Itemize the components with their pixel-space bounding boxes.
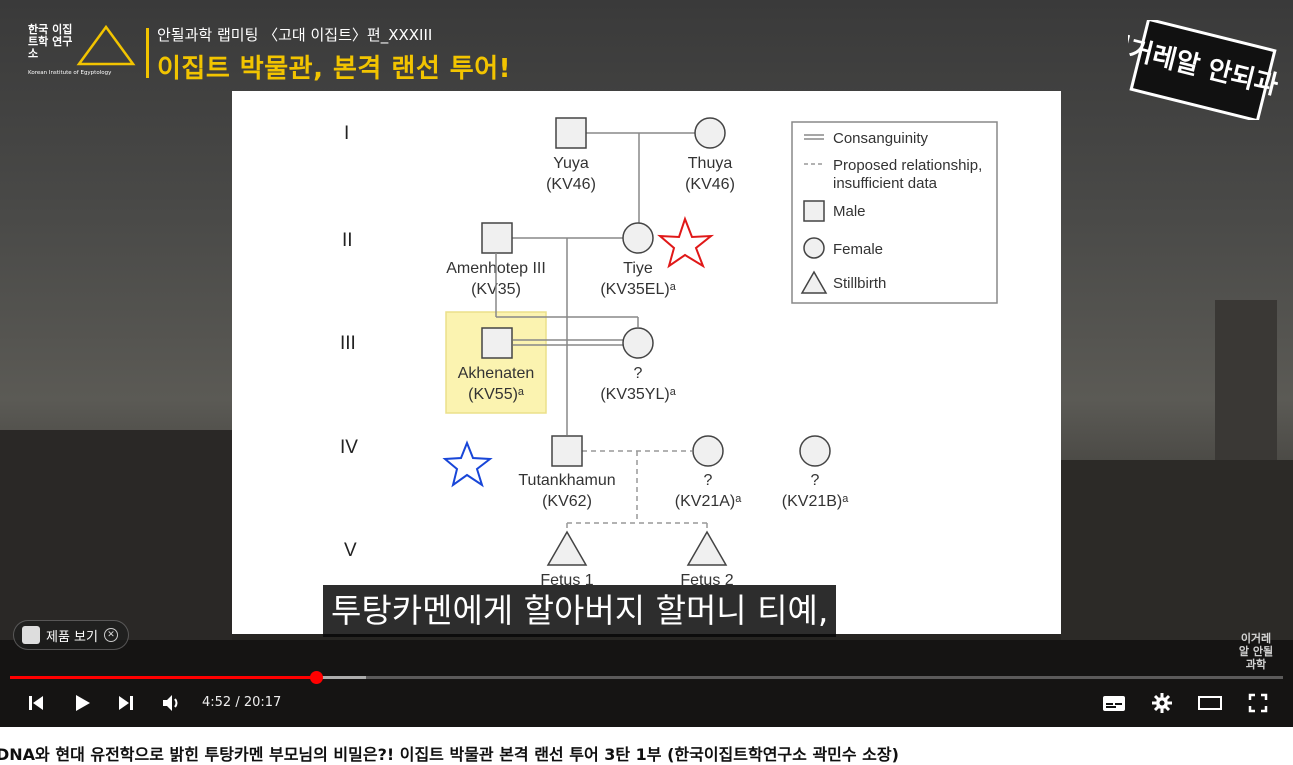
generation-label: III (340, 333, 356, 354)
male-symbol (481, 327, 513, 359)
fullscreen-icon (1248, 693, 1268, 713)
person-tomb: (KV62) (542, 493, 592, 510)
person-name: Tutankhamun (518, 472, 615, 489)
legend-female-icon (803, 237, 825, 259)
scrubber-handle[interactable] (309, 671, 323, 684)
logo-english: Korean Institute of Egyptology (28, 70, 112, 76)
title-divider (146, 28, 149, 78)
gear-icon (1152, 693, 1172, 713)
previous-button[interactable] (22, 689, 50, 717)
current-time: 4:52 (202, 695, 232, 710)
person-name: ? (634, 365, 643, 382)
male-symbol (555, 117, 587, 149)
skip-next-icon (119, 696, 133, 710)
generation-label: I (344, 123, 349, 144)
pedigree-slide: I II III IV V Yuya (KV46) Thuya (KV46) A… (232, 91, 1061, 634)
stillbirth-symbol (546, 530, 588, 566)
overlay-title: 이집트 박물관, 본격 랜선 투어! (157, 54, 511, 84)
female-symbol (692, 435, 724, 467)
legend-box (791, 121, 998, 304)
subtitles-icon (1103, 696, 1125, 711)
close-icon[interactable]: ✕ (103, 628, 118, 642)
person-name: Akhenaten (458, 365, 535, 382)
red-star-annotation-icon (657, 216, 715, 269)
person-tomb: (KV35YL)ᵃ (600, 386, 676, 403)
person-name: Yuya (553, 155, 589, 172)
legend-proposed: Proposed relationship, (833, 157, 982, 174)
duration: 20:17 (243, 695, 282, 710)
female-symbol (799, 435, 831, 467)
theater-icon (1198, 696, 1222, 710)
theater-mode-button[interactable] (1196, 689, 1224, 717)
skip-previous-icon (29, 696, 43, 710)
legend-female: Female (833, 241, 883, 258)
player-controls: 4:52 / 20:17 (0, 685, 1293, 721)
male-symbol (551, 435, 583, 467)
pyramid-logo-icon (76, 24, 136, 66)
legend-consanguinity: Consanguinity (833, 130, 929, 147)
person-tomb: (KV55)ᵃ (468, 386, 525, 403)
female-symbol (622, 327, 654, 359)
legend-stillbirth-icon (800, 270, 828, 294)
generation-label: II (342, 230, 353, 251)
legend-stillbirth: Stillbirth (833, 275, 886, 292)
play-button[interactable] (68, 689, 96, 717)
person-name: Fetus 2 (680, 572, 733, 589)
person-name: Tiye (623, 260, 653, 277)
background-ground (0, 640, 1293, 727)
settings-button[interactable] (1148, 689, 1176, 717)
person-tomb: (KV21B)ᵃ (782, 493, 849, 510)
subtitles-button[interactable] (1100, 689, 1128, 717)
video-player[interactable]: 한국 이집트학 연구소 Korean Institute of Egyptolo… (0, 0, 1293, 727)
legend-male-icon (803, 200, 825, 222)
logo-text: 한국 이집트학 연구소 (28, 23, 73, 60)
mute-button[interactable] (158, 689, 186, 717)
stillbirth-symbol (686, 530, 728, 566)
blue-star-annotation-icon (442, 440, 493, 488)
next-button[interactable] (112, 689, 140, 717)
person-name: Thuya (688, 155, 733, 172)
played-bar (10, 676, 316, 679)
pedigree-diagram: I II III IV V Yuya (KV46) Thuya (KV46) A… (340, 117, 998, 589)
channel-watermark: 이거레알 안될과학 (1238, 632, 1274, 671)
progress-bar[interactable] (10, 671, 1283, 684)
female-symbol (694, 117, 726, 149)
volume-icon (163, 695, 178, 711)
legend-male: Male (833, 203, 866, 220)
channel-badge-icon: 이거레알 안되과학 (1128, 20, 1278, 120)
person-name: ? (811, 472, 820, 489)
product-thumbnail (22, 626, 40, 644)
generation-label: V (344, 540, 357, 561)
chip-label: 제품 보기 (46, 629, 98, 645)
female-symbol (622, 222, 654, 254)
subtitle-caption: 투탕카멘에게 할아버지 할머니 티예, (323, 585, 837, 637)
overlay-subtitle: 안될과학 랩미팅 〈고대 이집트〉편_XXXIII (157, 26, 433, 44)
person-tomb: (KV46) (685, 176, 735, 193)
person-name: Fetus 1 (540, 572, 593, 589)
play-icon (76, 695, 90, 711)
person-name: ? (704, 472, 713, 489)
generation-label: IV (340, 437, 358, 458)
time-display: 4:52 / 20:17 (202, 695, 282, 710)
video-title: DNA와 현대 유전학으로 밝힌 투탕카멘 부모님의 비밀은?! 이집트 박물관… (0, 745, 899, 764)
legend-proposed: insufficient data (833, 175, 938, 192)
view-products-chip[interactable]: 제품 보기 ✕ (13, 620, 129, 650)
fullscreen-button[interactable] (1244, 689, 1272, 717)
institute-logo: 한국 이집트학 연구소 Korean Institute of Egyptolo… (22, 22, 140, 92)
male-symbol (481, 222, 513, 254)
person-tomb: (KV21A)ᵃ (675, 493, 742, 510)
person-tomb: (KV46) (546, 176, 596, 193)
person-tomb: (KV35EL)ᵃ (600, 281, 676, 298)
